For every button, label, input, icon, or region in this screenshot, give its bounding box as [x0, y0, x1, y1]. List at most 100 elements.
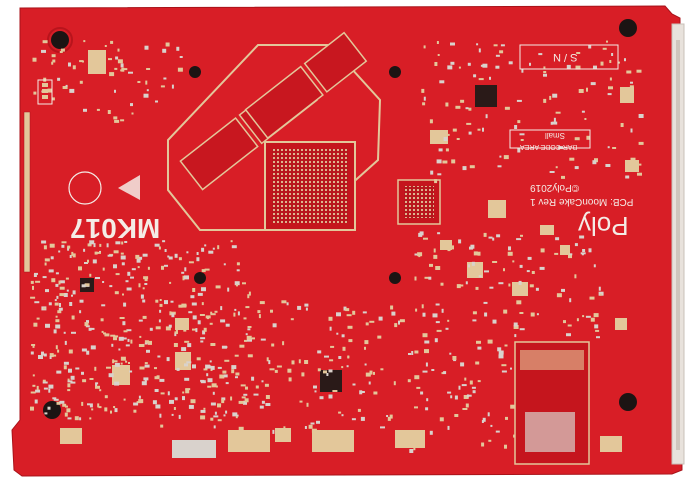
smd-pad	[168, 324, 172, 328]
smd-pad	[114, 291, 119, 295]
smd-pad	[119, 317, 125, 319]
smd-pad	[492, 261, 498, 263]
smd-pad	[55, 324, 61, 329]
smd-pad	[493, 44, 498, 47]
smd-pad	[89, 417, 92, 420]
smd-pad	[120, 362, 123, 365]
smd-pad	[272, 429, 275, 434]
smd-pad	[69, 255, 72, 258]
smd-pad	[51, 61, 54, 65]
smd-pad	[468, 264, 470, 268]
smd-pad	[265, 395, 270, 399]
smd-pad	[362, 311, 367, 314]
smd-pad	[130, 103, 133, 107]
smd-pad	[160, 392, 165, 395]
smd-pad	[207, 385, 212, 388]
smd-pad	[549, 95, 552, 100]
smd-pad	[407, 379, 411, 383]
smd-pad	[234, 281, 240, 286]
smd-pad	[446, 133, 450, 136]
smd-pad	[53, 398, 59, 401]
smd-pad	[144, 283, 148, 285]
smd-pad	[154, 389, 159, 392]
smd-pad	[326, 373, 329, 376]
smd-pad	[79, 310, 82, 314]
smd-pad	[184, 340, 190, 343]
smd-pad	[65, 277, 69, 280]
smd-pad	[68, 369, 72, 373]
smd-pad	[71, 251, 74, 256]
smd-pad	[144, 362, 148, 365]
smd-pad	[79, 60, 84, 63]
smd-pad	[49, 356, 52, 359]
smd-pad	[245, 386, 248, 390]
smd-pad	[51, 278, 56, 283]
smd-pad	[521, 68, 524, 73]
smd-pad	[238, 400, 244, 404]
smd-pad	[499, 50, 504, 54]
smd-pad	[106, 366, 111, 369]
smd-pad	[143, 377, 149, 381]
smd-pad	[336, 332, 339, 335]
smd-pad	[168, 256, 173, 260]
smd-pad	[387, 416, 391, 421]
smd-pad	[200, 409, 206, 413]
smd-pad	[146, 349, 150, 353]
smd-pad	[305, 307, 308, 311]
smd-pad	[243, 317, 247, 320]
smd-pad	[176, 367, 180, 371]
smd-pad	[609, 60, 612, 63]
smd-pad	[181, 271, 185, 274]
smd-pad	[81, 348, 87, 352]
smd-pad	[343, 306, 347, 311]
smd-pad	[495, 65, 500, 69]
smd-pad	[399, 319, 405, 323]
smd-pad	[167, 255, 170, 258]
smd-pad	[566, 64, 571, 69]
smd-pad	[257, 310, 261, 314]
smd-pad	[69, 302, 73, 306]
smd-pad	[475, 286, 479, 290]
smd-pad	[555, 111, 561, 114]
smd-pad	[555, 166, 558, 169]
smd-pad	[447, 65, 453, 70]
smd-pad	[102, 267, 105, 271]
smd-pad	[455, 105, 461, 109]
smd-pad	[135, 254, 140, 259]
smd-pad	[319, 396, 324, 400]
smd-pad	[487, 339, 493, 344]
smd-pad	[441, 308, 444, 313]
smd-pad	[83, 248, 86, 252]
smd-pad	[84, 322, 89, 327]
smd-pad	[213, 415, 219, 418]
smd-pad	[137, 81, 141, 83]
smd-pad	[56, 370, 62, 374]
smd-pad	[201, 287, 206, 292]
smd-pad	[70, 381, 76, 384]
smd-pad	[128, 71, 133, 74]
smd-pad	[59, 280, 65, 284]
smd-pad	[169, 311, 172, 316]
smd-pad	[329, 359, 334, 362]
smd-pad	[183, 327, 187, 332]
smd-pad	[332, 390, 338, 392]
smd-pad	[128, 362, 130, 364]
smd-pad	[124, 241, 128, 243]
smd-pad	[417, 252, 423, 257]
smd-pad	[535, 287, 539, 291]
smd-pad	[478, 275, 482, 278]
smd-pad	[154, 243, 160, 247]
smd-pad	[588, 45, 592, 49]
smd-pad	[398, 320, 400, 325]
smd-pad	[144, 45, 149, 50]
smd-pad	[459, 284, 464, 287]
smd-pad	[110, 334, 116, 337]
smd-pad	[471, 386, 476, 389]
smd-pad	[456, 284, 461, 289]
smd-pad	[439, 80, 445, 84]
smd-pad	[157, 355, 161, 358]
smd-pad	[67, 417, 72, 420]
smd-pad	[59, 293, 65, 297]
smd-pad	[240, 384, 246, 387]
smd-pad	[163, 77, 167, 80]
